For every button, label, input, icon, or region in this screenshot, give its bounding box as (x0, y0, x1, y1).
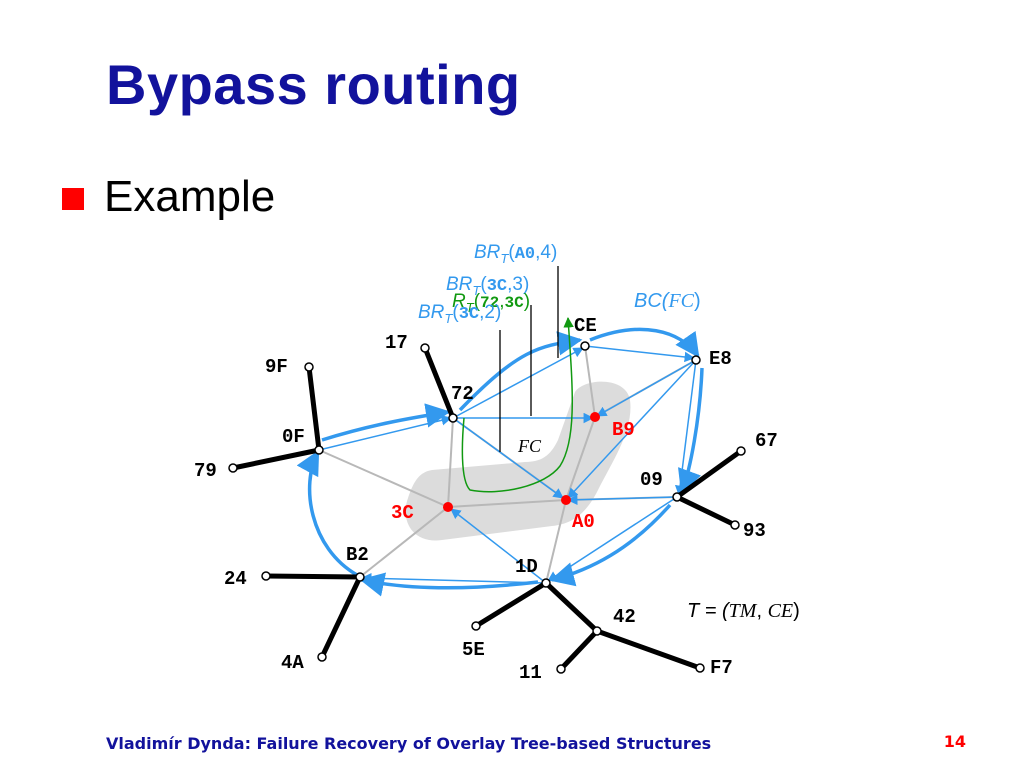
node-label-CE: CE (574, 315, 597, 337)
bullet-square-icon (62, 188, 84, 210)
node-label-72: 72 (451, 383, 474, 405)
br-3c-2-label: BRT(3C,2) (418, 302, 501, 326)
node-label-42: 42 (613, 606, 636, 628)
br-a0-4-label: BRT(A0,4) (474, 242, 557, 266)
node-label-B9: B9 (612, 419, 635, 441)
node-label-9F: 9F (265, 356, 288, 378)
slide-footer: Vladimír Dynda: Failure Recovery of Over… (106, 734, 712, 753)
slide-title: Bypass routing (106, 53, 521, 116)
node-label-4A: 4A (281, 652, 304, 674)
node-label-79: 79 (194, 460, 217, 482)
failed-nodes (443, 412, 600, 512)
node-label-24: 24 (224, 568, 247, 590)
tree-definition-label: T = (TM, CE) (687, 600, 800, 622)
bypass-path (296, 327, 704, 597)
node-label-09: 09 (640, 469, 663, 491)
node-markers (228, 341, 746, 674)
br-3c-3-label: BRT(3C,3) (446, 274, 529, 298)
node-label-B2: B2 (346, 544, 369, 566)
node-label-F7: F7 (710, 657, 733, 679)
node-label-0F: 0F (282, 426, 305, 448)
bc-fc-label: BC(FC) (634, 290, 701, 312)
node-label-E8: E8 (709, 348, 732, 370)
node-label-1D: 1D (515, 556, 538, 578)
annotation-leaders (499, 266, 559, 452)
fc-region-label: FC (517, 436, 542, 456)
node-label-11: 11 (519, 662, 542, 684)
bullet-text: Example (104, 172, 276, 221)
recovery-path (461, 316, 574, 493)
rt-72-3c-label: RT(72,3C) (452, 291, 530, 315)
node-label-A0: A0 (572, 511, 595, 533)
page-number: 14 (943, 732, 966, 751)
node-label-67: 67 (755, 430, 778, 452)
node-label-93: 93 (743, 520, 766, 542)
failed-region (405, 381, 631, 541)
node-label-5E: 5E (462, 639, 485, 661)
tree-edges (230, 345, 744, 672)
node-label-17: 17 (385, 332, 408, 354)
node-label-3C: 3C (391, 502, 414, 524)
